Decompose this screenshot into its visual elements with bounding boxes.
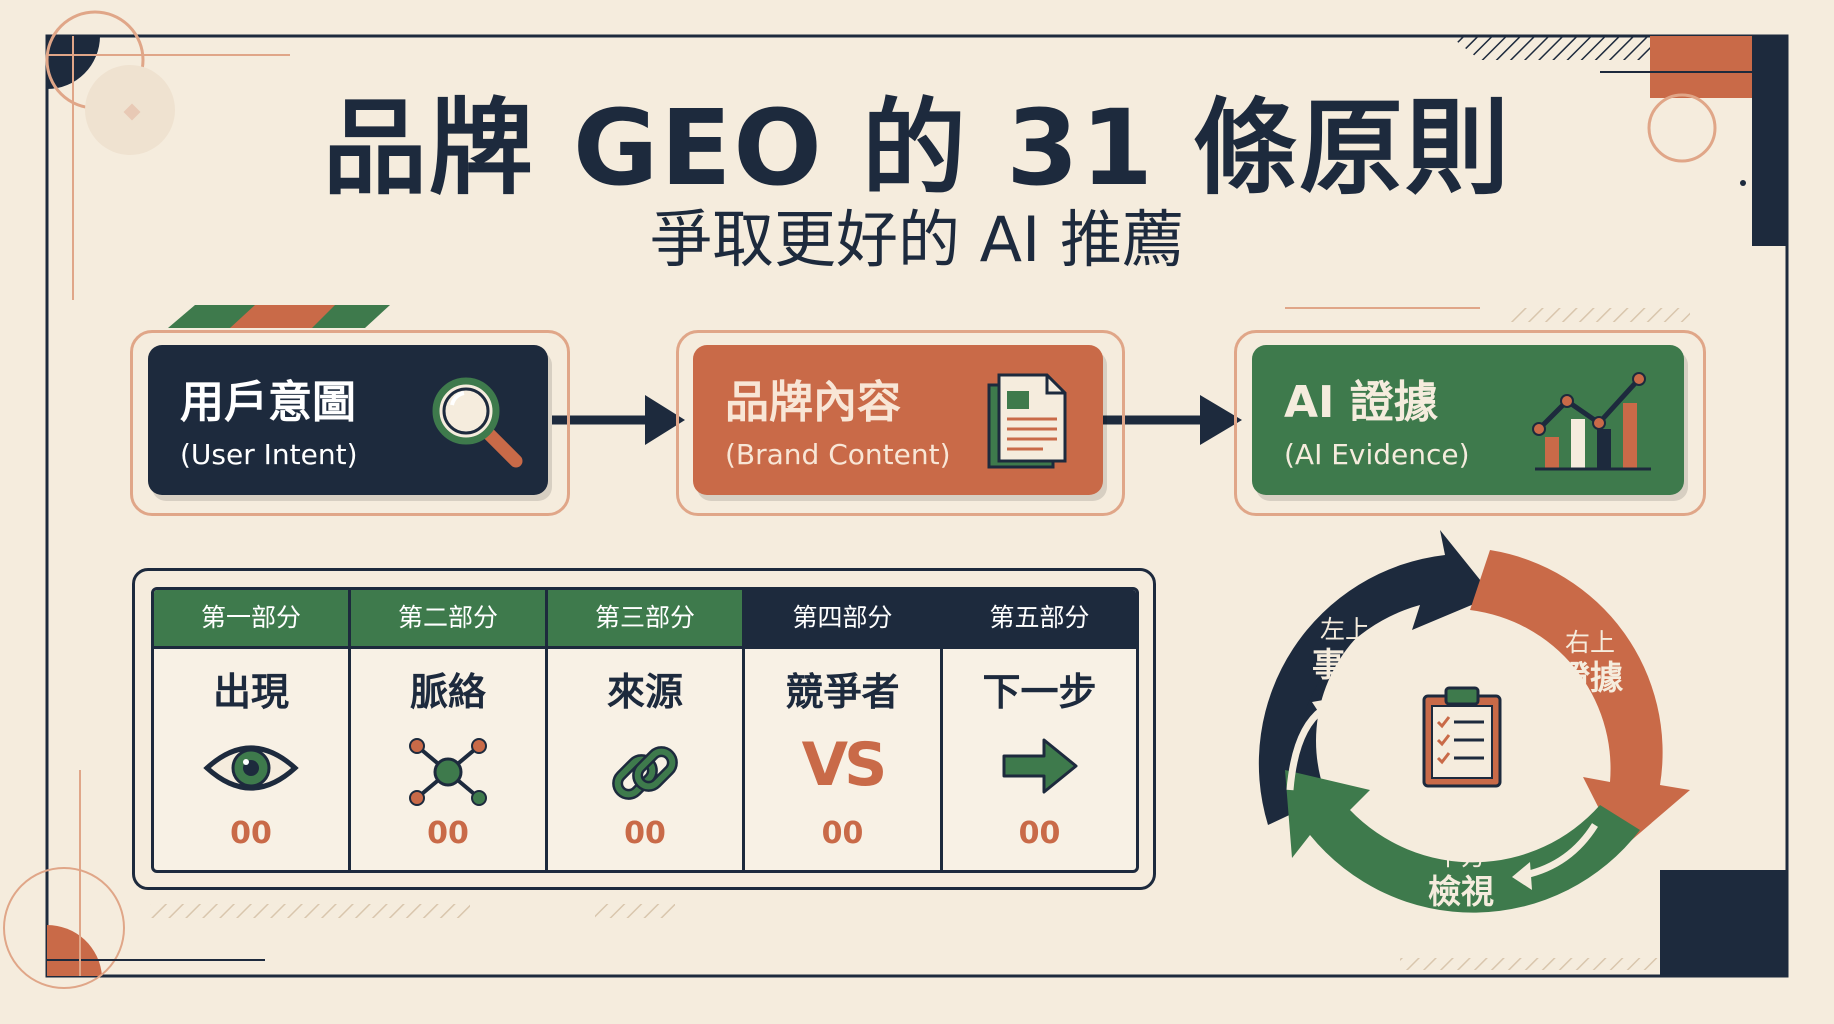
section-header: 第一部分	[154, 590, 348, 649]
flow-box-brand-content: 品牌內容 (Brand Content)	[693, 345, 1103, 495]
cycle-label-bottom: 下方 檢視	[1406, 842, 1516, 912]
section-column-5: 第五部分 下一步 00	[943, 590, 1136, 870]
cycle-label-top-left: 左上 事實	[1290, 615, 1400, 685]
document-icon	[987, 373, 1067, 469]
page-title: 品牌 GEO 的 31 條原則	[322, 87, 1512, 209]
section-value: 00	[1018, 816, 1061, 851]
flow-title: AI 證據	[1284, 377, 1438, 428]
section-value: 00	[821, 816, 864, 851]
page-subtitle: 爭取更好的 AI 推薦	[649, 203, 1185, 276]
flow-box-user-intent: 用戶意圖 (User Intent)	[148, 345, 548, 495]
flow-title: 品牌內容	[725, 377, 901, 428]
cycle-label-position: 左上	[1319, 615, 1370, 644]
eye-icon	[203, 745, 299, 791]
section-column-3: 第三部分 來源 00	[548, 590, 745, 870]
flow-subtitle: (AI Evidence)	[1284, 438, 1470, 471]
flow-title: 用戶意圖	[180, 377, 356, 428]
flow-frame-user-intent	[130, 330, 570, 516]
section-header: 第三部分	[548, 590, 742, 649]
cycle-label-top-right: 右上 證據	[1535, 628, 1645, 698]
vs-icon: VS	[801, 730, 888, 800]
section-name: 下一步	[982, 670, 1097, 714]
link-icon	[612, 746, 678, 800]
section-header: 第五部分	[943, 590, 1136, 649]
magnifier-icon	[432, 377, 523, 468]
flow-subtitle: (User Intent)	[180, 438, 358, 471]
section-name: 出現	[212, 670, 289, 714]
cycle-label-position: 下方	[1435, 842, 1486, 871]
section-header: 第四部分	[745, 590, 940, 649]
cycle-label-text: 證據	[1557, 658, 1623, 697]
cycle-label-text: 事實	[1312, 645, 1378, 684]
section-name: 脈絡	[409, 670, 486, 714]
section-header: 第二部分	[351, 590, 545, 649]
cycle-label-text: 檢視	[1428, 872, 1494, 911]
clipboard-checklist-icon	[1422, 686, 1502, 788]
section-value: 00	[230, 816, 272, 851]
flow-subtitle: (Brand Content)	[725, 438, 951, 471]
cycle-label-position: 右上	[1564, 628, 1615, 657]
section-column-4: 第四部分 競爭者 VS 00	[745, 590, 943, 870]
flow-frame-brand-content	[676, 330, 1125, 516]
network-icon	[409, 738, 487, 806]
section-value: 00	[624, 816, 666, 851]
section-column-2: 第二部分 脈絡 00	[351, 590, 548, 870]
section-value: 00	[427, 816, 469, 851]
flow-box-ai-evidence: AI 證據 (AI Evidence)	[1252, 345, 1684, 495]
line-chart-icon	[1532, 372, 1651, 471]
section-name: 來源	[606, 670, 683, 714]
arrow-right-icon	[1002, 738, 1077, 794]
sections-table: 第一部分 出現 00 第二部分 脈絡	[151, 587, 1139, 873]
cycle-diagram	[1258, 530, 1690, 913]
flow-frame-ai-evidence	[1234, 330, 1706, 516]
section-name: 競爭者	[785, 670, 900, 714]
section-column-1: 第一部分 出現 00	[154, 590, 351, 870]
